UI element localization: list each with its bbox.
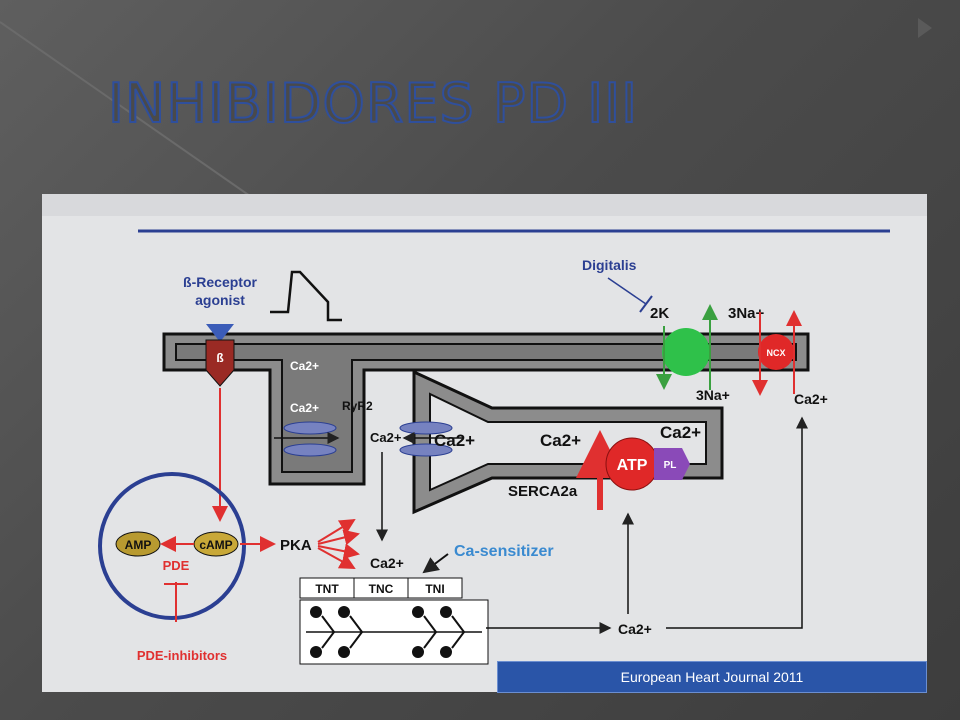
digitalis-line bbox=[607, 277, 647, 305]
signaling-diagram: ß-Receptor agonist ß Ca2+ Ca2+ RyR2 Ca2+… bbox=[42, 194, 927, 692]
camp-label: cAMP bbox=[199, 538, 232, 552]
three-na-top-label: 3Na+ bbox=[728, 305, 765, 322]
amp-label: AMP bbox=[125, 538, 152, 552]
pka-arrow-1 bbox=[317, 518, 356, 543]
decor-arrow-icon bbox=[918, 18, 932, 38]
tnt-label: TNT bbox=[315, 582, 339, 596]
ryr2-top bbox=[399, 421, 453, 435]
action-potential-icon bbox=[270, 270, 342, 322]
l-type-channel-bottom bbox=[283, 443, 337, 457]
ryr2-label: RyR2 bbox=[342, 399, 373, 413]
sr-ca-label-3: Ca2+ bbox=[660, 423, 701, 442]
tnc-label: TNC bbox=[369, 582, 394, 596]
pka-arrow-4 bbox=[317, 547, 356, 569]
ca-right-label: Ca2+ bbox=[794, 391, 828, 407]
two-k-label: 2K bbox=[650, 305, 669, 322]
agonist-icon bbox=[206, 324, 234, 342]
l-type-channel-top bbox=[283, 421, 337, 435]
receptor-label-2: agonist bbox=[195, 292, 245, 308]
diagram-canvas: ß-Receptor agonist ß Ca2+ Ca2+ RyR2 Ca2+… bbox=[42, 194, 927, 665]
ca-to-ncx-arrow bbox=[666, 416, 808, 629]
pde-label: PDE bbox=[163, 558, 190, 573]
ca-cytosol-label: Ca2+ bbox=[370, 555, 404, 571]
beta-receptor bbox=[205, 339, 235, 387]
digitalis-block-icon bbox=[639, 295, 653, 313]
ca-sensitizer-label: Ca-sensitizer bbox=[454, 543, 554, 560]
frame-top bbox=[42, 194, 927, 216]
pka-label: PKA bbox=[280, 537, 312, 554]
slide-title: INHIBIDORES PD III bbox=[107, 72, 639, 135]
pl-label: PL bbox=[664, 460, 677, 471]
ncx-exchanger bbox=[758, 334, 794, 370]
sr-ca-label-1: Ca2+ bbox=[434, 431, 475, 450]
beta-symbol: ß bbox=[216, 351, 223, 365]
sr-ca-label-2: Ca2+ bbox=[540, 431, 581, 450]
three-na-bottom-label: 3Na+ bbox=[696, 387, 730, 403]
receptor-label-1: ß-Receptor bbox=[183, 274, 257, 290]
ca-channel-label-2: Ca2+ bbox=[290, 401, 319, 415]
pde-inhibitors-label: PDE-inhibitors bbox=[137, 648, 227, 663]
decor-line bbox=[0, 21, 251, 197]
ncx-label: NCX bbox=[766, 348, 785, 358]
serca-label: SERCA2a bbox=[508, 483, 578, 500]
pde-highlight-circle bbox=[98, 472, 246, 620]
sensitizer-arrow bbox=[422, 553, 449, 574]
ca-channel-label-1: Ca2+ bbox=[290, 359, 319, 373]
troponin-box bbox=[299, 577, 463, 599]
myosin-heads-icon bbox=[310, 606, 466, 658]
pka-arrow-3 bbox=[317, 543, 360, 560]
na-k-pump bbox=[662, 328, 710, 376]
digitalis-label: Digitalis bbox=[582, 257, 637, 273]
tni-label: TNI bbox=[425, 582, 444, 596]
phospholamban bbox=[654, 448, 690, 480]
atp-label: ATP bbox=[617, 457, 648, 474]
ca-bottom-label: Ca2+ bbox=[618, 621, 652, 637]
ca-center-label: Ca2+ bbox=[370, 430, 402, 445]
sr-lumen bbox=[429, 392, 707, 492]
ryr2-bottom bbox=[399, 443, 453, 457]
pka-arrow-2 bbox=[317, 529, 360, 546]
source-caption: European Heart Journal 2011 bbox=[497, 661, 927, 693]
